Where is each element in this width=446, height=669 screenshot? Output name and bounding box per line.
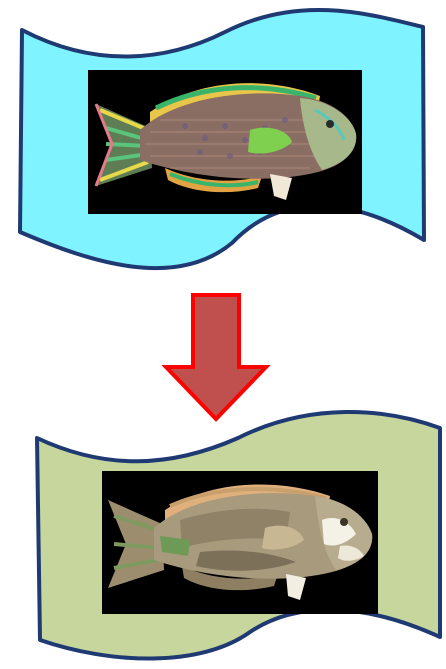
down-arrow-icon bbox=[166, 295, 266, 419]
top-photo bbox=[88, 70, 362, 214]
bottom-photo bbox=[102, 471, 378, 614]
down-arrow-shape bbox=[166, 295, 266, 419]
